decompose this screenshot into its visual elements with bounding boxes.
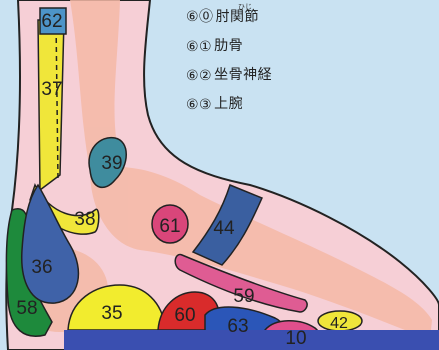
label-36: 36 xyxy=(31,257,52,278)
label-60: 60 xyxy=(174,305,195,326)
legend-text: 肘関節 xyxy=(215,9,260,25)
label-61: 61 xyxy=(159,216,180,237)
label-39: 39 xyxy=(101,153,122,174)
legend-text: 肋骨 xyxy=(214,38,244,54)
label-38: 38 xyxy=(74,209,95,230)
bottom-strip xyxy=(64,330,439,350)
legend-text: 上腕 xyxy=(214,96,244,112)
label-37: 37 xyxy=(41,79,62,100)
label-42: 42 xyxy=(330,315,348,332)
legend-number: ⑥① xyxy=(186,39,213,55)
zone-59 xyxy=(174,253,308,313)
label-10: 10 xyxy=(285,328,306,349)
legend-number: ⑥③ xyxy=(186,97,213,113)
zone-36 xyxy=(21,183,80,304)
legend-item-61: ⑥① 肋骨 xyxy=(186,26,436,55)
legend-number: ⑥② xyxy=(186,68,213,84)
zone-62 xyxy=(39,7,67,35)
ruby-hiji: ひじ xyxy=(238,3,252,11)
zone-37 xyxy=(37,19,65,192)
label-44: 44 xyxy=(213,218,235,239)
label-59: 59 xyxy=(233,286,254,307)
legend-item-62: ⑥② 坐骨神経 xyxy=(186,55,436,84)
label-35: 35 xyxy=(101,303,122,324)
label-62: 62 xyxy=(41,11,62,32)
label-58: 58 xyxy=(16,298,37,319)
legend-text: 坐骨神経 xyxy=(214,67,273,83)
legend-number: ⑥⓪ xyxy=(186,9,214,25)
zone-39 xyxy=(88,136,127,189)
legend-item-63: ⑥③ 上腕 xyxy=(186,84,436,113)
zone-44 xyxy=(191,184,264,266)
label-63: 63 xyxy=(227,316,248,337)
zone-61 xyxy=(151,204,189,244)
legend-list: ⑥⓪ 肘関節 ⑥① 肋骨 ⑥② 坐骨神経 ⑥③ 上腕 xyxy=(186,0,436,113)
legend-item-60: ⑥⓪ 肘関節 xyxy=(186,0,436,26)
